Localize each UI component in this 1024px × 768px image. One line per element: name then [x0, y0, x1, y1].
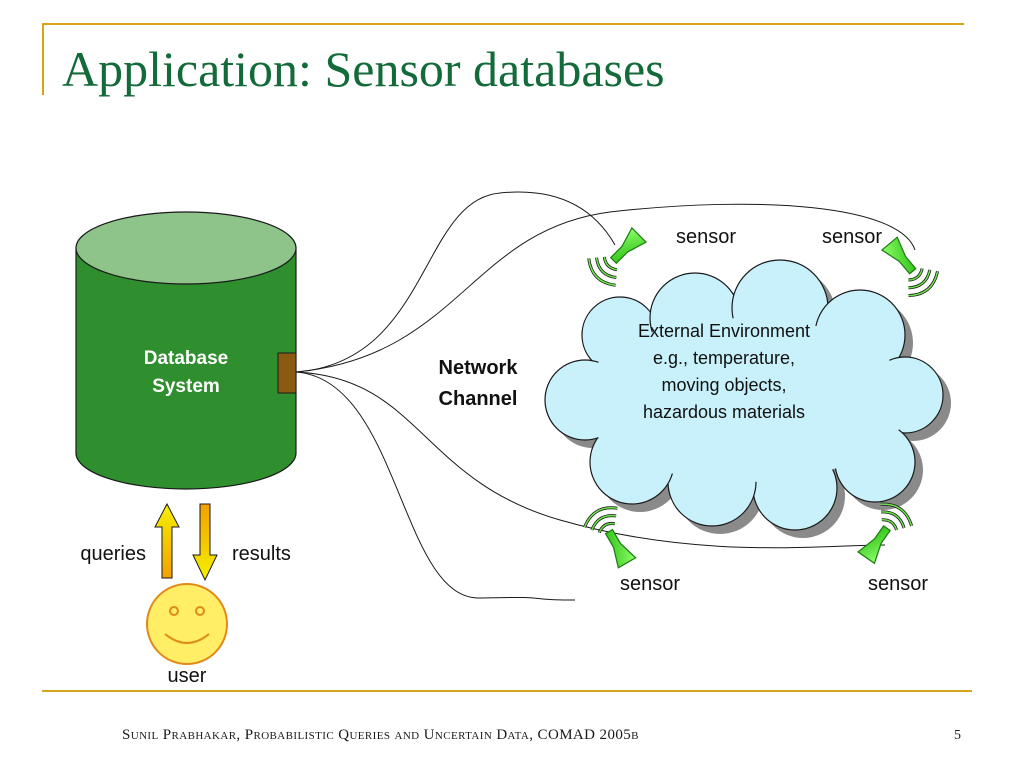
sensor-label-top-left: sensor [676, 226, 736, 248]
network-label-line2: Channel [439, 388, 518, 410]
user-label: user [168, 665, 207, 687]
user-smiley-icon [146, 583, 228, 665]
environment-cloud: External Environment e.g., temperature, … [544, 259, 951, 538]
environment-line2: e.g., temperature, [653, 348, 795, 368]
sensor-top-right [880, 236, 940, 298]
wire-bottom-right [295, 371, 886, 549]
environment-line4: hazardous materials [643, 402, 805, 422]
sensor-top-left [587, 226, 648, 287]
title-frame-left [42, 23, 44, 95]
wire-bottom-left [295, 371, 576, 601]
wire-top-left [295, 191, 616, 373]
environment-line1: External Environment [638, 321, 810, 341]
footer-text: Sunil Prabhakar, Probabilistic Queries a… [122, 727, 639, 743]
slide-number: 5 [954, 728, 961, 743]
footer-rule [42, 690, 972, 692]
query-arrow-up [154, 502, 180, 579]
database-label-line2: System [152, 376, 220, 397]
queries-label: queries [80, 543, 146, 565]
sensor-label-bottom-right: sensor [868, 573, 928, 595]
signal-waves-icon [583, 506, 618, 534]
sensor-icon [880, 236, 917, 275]
sensor-icon [609, 226, 648, 265]
title-frame-top [42, 23, 964, 25]
sensor-icon [857, 525, 891, 565]
sensor-label-bottom-left: sensor [620, 573, 680, 595]
result-arrow-down [192, 503, 218, 582]
wire-top-right [295, 203, 916, 373]
database-cylinder: Database System [75, 211, 297, 490]
database-label-line1: Database [144, 348, 229, 369]
database-port [277, 352, 297, 394]
slide-title: Application: Sensor databases [62, 41, 665, 97]
network-label-line1: Network [439, 357, 519, 379]
network-wires [295, 191, 916, 601]
sensor-icon [604, 528, 637, 569]
sensor-bottom-right [857, 502, 914, 565]
sensor-bottom-left [583, 506, 637, 569]
results-label: results [232, 543, 291, 565]
environment-line3: moving objects, [661, 375, 786, 395]
sensor-label-top-right: sensor [822, 226, 882, 248]
